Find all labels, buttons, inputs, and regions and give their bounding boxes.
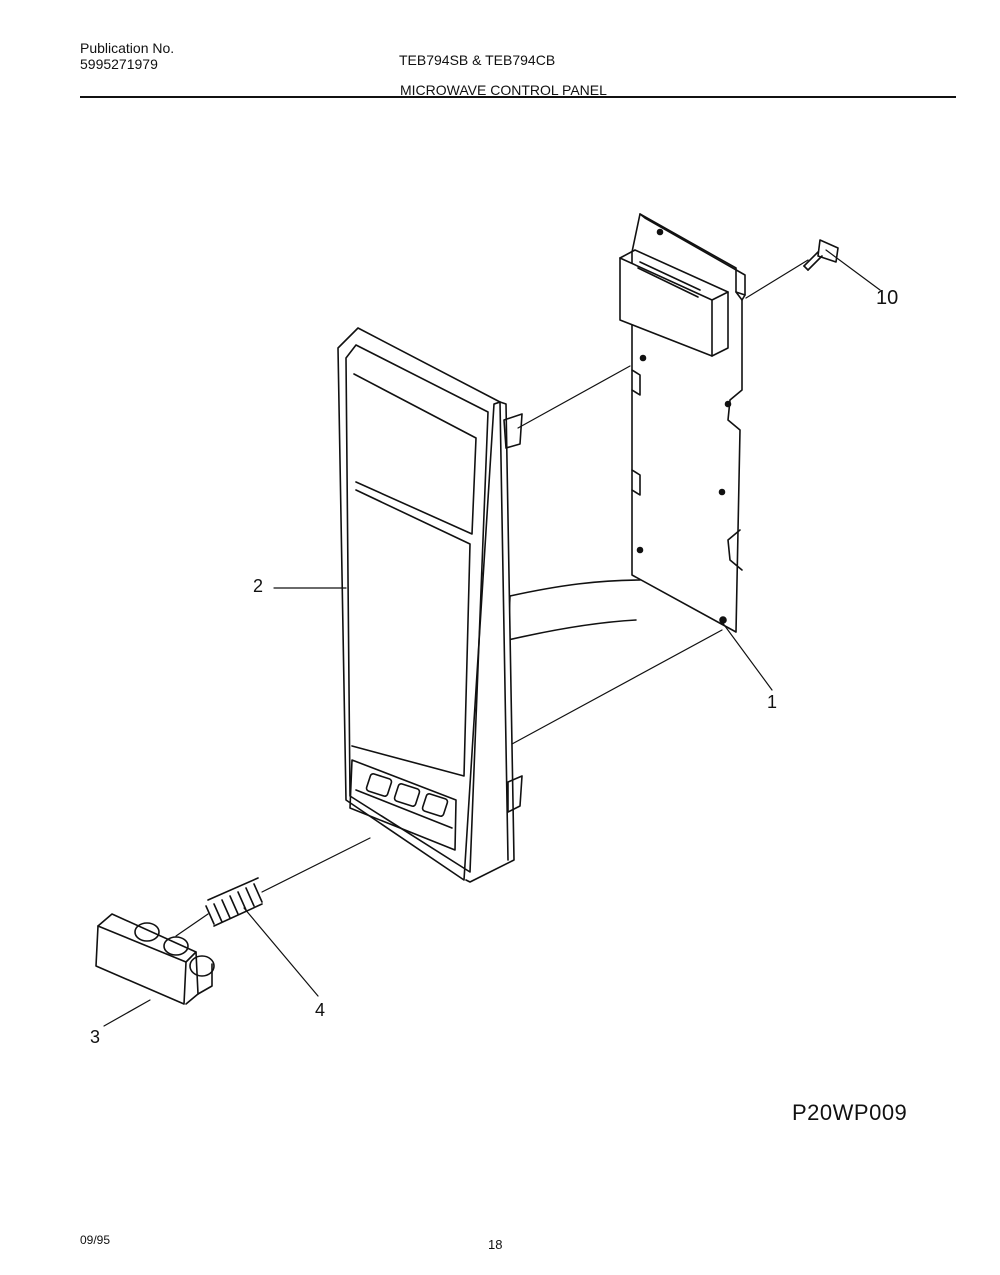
page-number: 18 (488, 1237, 503, 1252)
callout-part-10: 10 (876, 287, 899, 309)
section-title: MICROWAVE CONTROL PANEL (400, 82, 607, 98)
control-panel-part (337, 327, 523, 883)
model-numbers: TEB794SB & TEB794CB (399, 52, 556, 68)
callout-part-4: 4 (315, 1000, 326, 1020)
header-rule (80, 96, 956, 98)
callout-part-2: 2 (253, 576, 264, 596)
diagram-code: P20WP009 (792, 1100, 908, 1125)
callout-part-1: 1 (767, 692, 778, 712)
ribbon-cable (507, 579, 641, 641)
spring-part (205, 877, 263, 927)
circuit-board-part (619, 213, 746, 633)
callout-part-3: 3 (90, 1027, 101, 1047)
publication-number: 5995271979 (80, 56, 158, 72)
footer-date: 09/95 (80, 1233, 111, 1247)
push-button-part (95, 913, 215, 1005)
publication-label: Publication No. (80, 40, 175, 56)
